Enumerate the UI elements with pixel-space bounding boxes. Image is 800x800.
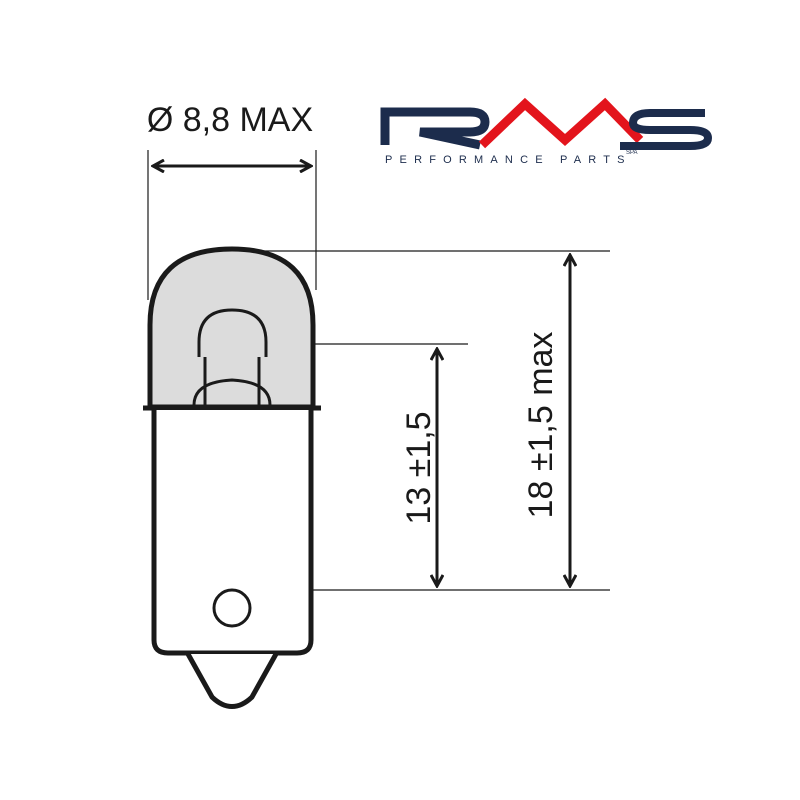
bulb [143, 246, 321, 709]
glass-envelope [147, 246, 316, 410]
bulb-base [151, 410, 314, 656]
filament [192, 308, 272, 406]
logo-spa: SPA [626, 150, 638, 156]
filament-height-label: 13 ±1,5 [400, 411, 438, 524]
contact-circle [212, 588, 252, 628]
bulb-tip [185, 652, 279, 709]
overall-height-label: 18 ±1,5 max [522, 332, 560, 519]
diameter-label: Ø 8,8 MAX [147, 101, 313, 139]
logo-tagline: PERFORMANCE PARTS [385, 154, 632, 166]
rms-logo: SPA PERFORMANCE PARTS [380, 97, 713, 166]
